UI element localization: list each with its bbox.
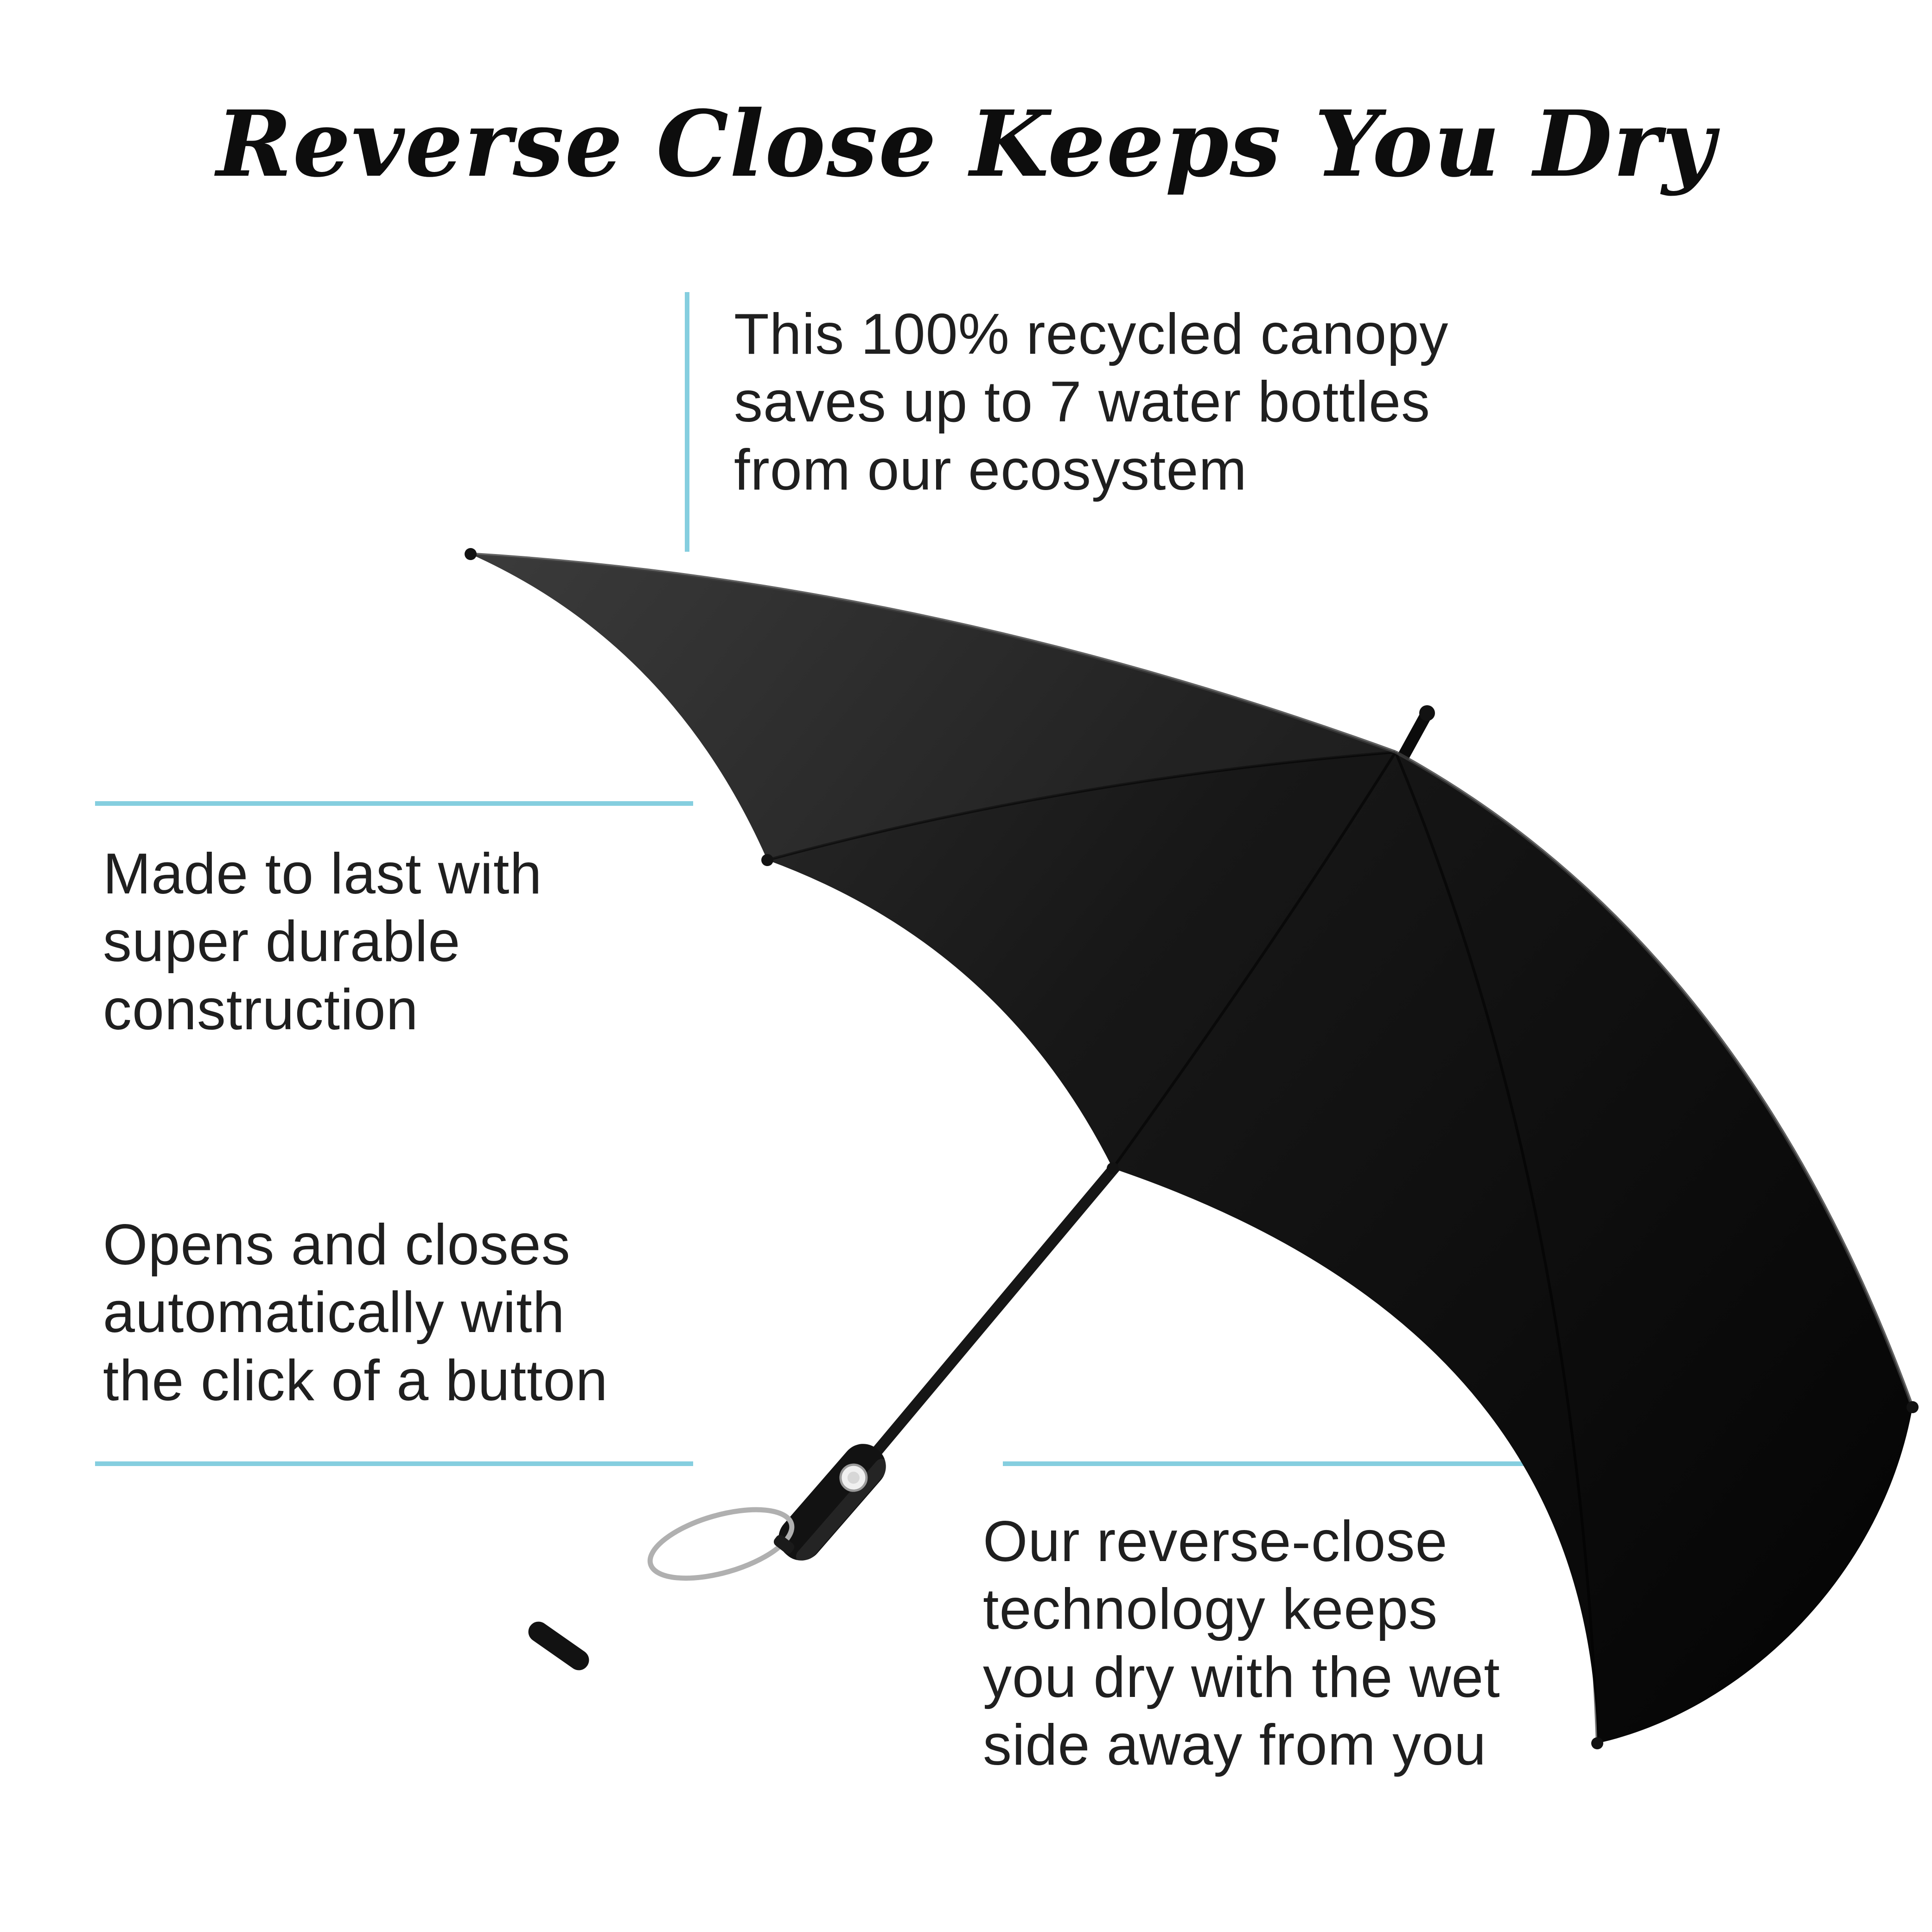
- strap-end: [528, 1621, 589, 1671]
- rib-tips: [465, 548, 1919, 1749]
- umbrella-handle: [778, 1444, 890, 1564]
- canopy-edge-highlight: [470, 552, 1914, 1408]
- canopy-sheen: [471, 554, 1396, 860]
- callout-recycled-canopy: This 100% recycled canopy saves up to 7 …: [734, 302, 1449, 502]
- leader-line-auto-open: [95, 1461, 693, 1466]
- leader-line-reverse-close: [1003, 1461, 1581, 1466]
- umbrella-canopy: [471, 554, 1913, 1743]
- callout-auto-open-close: Opens and closes automatically with the …: [103, 1213, 608, 1413]
- umbrella: [465, 548, 1919, 1749]
- leader-line-recycled-canopy: [685, 292, 689, 552]
- callout-reverse-close: Our reverse-close technology keeps you d…: [983, 1510, 1500, 1777]
- leader-line-durable: [95, 801, 693, 806]
- wrist-strap: [647, 1507, 795, 1581]
- page-title: Reverse Close Keeps You Dry: [216, 91, 1716, 198]
- canopy-seams: [767, 751, 1599, 1744]
- callout-durable-construction: Made to last with super durable construc…: [103, 842, 542, 1042]
